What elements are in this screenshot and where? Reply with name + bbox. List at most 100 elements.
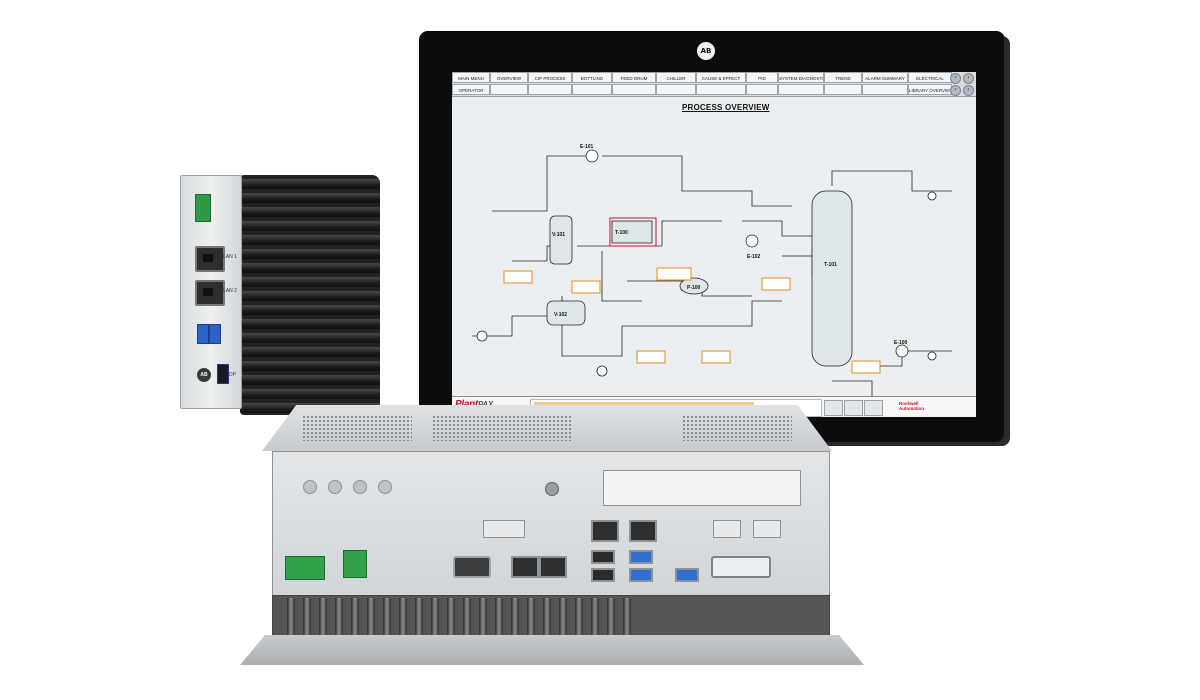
eq-label-e101: E-101 <box>580 144 594 150</box>
nav-tab-row2-11[interactable]: LIBRARY OVERVIEW <box>908 84 952 95</box>
nav-tab-row1-10[interactable]: ALARM SUMMARY <box>862 72 908 83</box>
nav-tab-row1-7[interactable]: PID <box>746 72 778 83</box>
box-pc-io-panel <box>272 451 830 623</box>
nav-tab-row2-1[interactable] <box>490 84 528 95</box>
heatsink-fins <box>240 175 380 415</box>
box-pc-top-panel <box>262 405 832 451</box>
box-fin <box>511 598 519 644</box>
compact-fanless-pc: LAN 1 LAN 2 DP AB <box>180 175 380 415</box>
eq-label-v102: V-102 <box>554 312 567 318</box>
box-fin <box>607 598 615 644</box>
nav-tab-row2-2[interactable] <box>528 84 572 95</box>
nav-tab-row1-6[interactable]: CAUSE & EFFECT <box>696 72 746 83</box>
lan2-label: LAN 2 <box>223 288 237 294</box>
expansion-slot-cover <box>603 470 801 506</box>
port-cover <box>328 480 342 494</box>
box-fin <box>431 598 439 644</box>
blank-cutout <box>483 520 525 538</box>
eq-label-p100: P-100 <box>687 285 701 291</box>
heatsink-fin <box>240 277 380 287</box>
eq-label-e102: E-102 <box>747 254 761 260</box>
heatsink-fin <box>240 305 380 315</box>
box-fin <box>399 598 407 644</box>
nav-tab-row2-5[interactable] <box>656 84 696 95</box>
box-fin <box>543 598 551 644</box>
process-schematic: E-101 V-101 V-102 E-102 T-101 E-100 P-10… <box>472 144 952 396</box>
nav-tab-row1-11[interactable]: ELECTRICAL <box>908 72 952 83</box>
box-fin <box>447 598 455 644</box>
box-fin <box>319 598 327 644</box>
top-vent <box>682 415 792 441</box>
nav-tab-row2-10[interactable] <box>862 84 908 95</box>
usb3-port-3 <box>675 568 699 582</box>
box-fin <box>383 598 391 644</box>
box-fin <box>479 598 487 644</box>
nav-tab-row2-9[interactable] <box>824 84 862 95</box>
ethernet-port-2 <box>195 280 225 306</box>
lan1-label: LAN 1 <box>223 254 237 260</box>
box-fin <box>415 598 423 644</box>
blank-cutout <box>713 520 741 538</box>
nav-tab-row1-9[interactable]: TREND <box>824 72 862 83</box>
heatsink-fin <box>240 291 380 301</box>
nav-tab-row2-3[interactable] <box>572 84 612 95</box>
usb-port-1 <box>197 324 209 344</box>
heatsink-fin <box>240 235 380 245</box>
nav-tab-row1-5[interactable]: CHILLER <box>656 72 696 83</box>
heatsink-fin <box>240 263 380 273</box>
io-terminal-block <box>343 550 367 578</box>
heatsink-fin <box>240 333 380 343</box>
box-fin <box>623 598 631 644</box>
box-fin <box>303 598 311 644</box>
nav-up-icon[interactable]: ‹ <box>950 85 961 96</box>
plantpax-logo: PlantPAX <box>455 399 493 410</box>
status-button[interactable] <box>844 400 863 416</box>
compact-pc-front-panel: LAN 1 LAN 2 DP AB <box>180 175 242 409</box>
heatsink-fin <box>240 207 380 217</box>
nav-tab-row2-8[interactable] <box>778 84 824 95</box>
heatsink-fin <box>240 319 380 329</box>
nav-down-icon[interactable]: › <box>963 85 974 96</box>
status-button[interactable] <box>824 400 843 416</box>
nav-tab-row2-0[interactable]: OPERATOR <box>452 84 490 95</box>
top-vent <box>302 415 412 441</box>
eq-label-t101: T-101 <box>824 262 837 268</box>
usb3-port-2 <box>629 568 653 582</box>
nav-tab-row2-7[interactable] <box>746 84 778 95</box>
displayport <box>217 364 229 384</box>
heatsink-fin <box>240 249 380 259</box>
nav-tab-row1-1[interactable]: OVERVIEW <box>490 72 528 83</box>
nav-tab-row1-4[interactable]: FEED DRUM <box>612 72 656 83</box>
nav-row-secondary: OPERATOR LIBRARY OVERVIEW <box>452 84 952 96</box>
status-button[interactable] <box>864 400 883 416</box>
ethernet-port-b <box>539 556 567 578</box>
allen-bradley-logo: AB <box>697 42 715 60</box>
box-fin <box>287 598 295 644</box>
nav-tab-row1-2[interactable]: CIP PROCESS <box>528 72 572 83</box>
box-fin <box>527 598 535 644</box>
nav-tab-row2-4[interactable] <box>612 84 656 95</box>
nav-tab-row1-3[interactable]: BOTTLING <box>572 72 612 83</box>
nav-forward-icon[interactable]: › <box>963 73 974 84</box>
nav-back-icon[interactable]: ‹ <box>950 73 961 84</box>
dp-label: DP <box>229 372 236 378</box>
heatsink-fin <box>240 389 380 399</box>
heatsink-fin <box>240 179 380 189</box>
box-fin <box>463 598 471 644</box>
dvi-port <box>711 556 771 578</box>
ethernet-port-c <box>591 520 619 542</box>
eq-label-v101: V-101 <box>552 232 565 238</box>
box-fin <box>559 598 567 644</box>
nav-tab-row2-6[interactable] <box>696 84 746 95</box>
usb-port-2 <box>209 324 221 344</box>
nav-tab-row1-0[interactable]: MAIN MENU <box>452 72 490 83</box>
box-fin <box>591 598 599 644</box>
allen-bradley-badge: AB <box>197 368 211 382</box>
alarm-line <box>534 402 754 406</box>
nav-tab-row1-8[interactable]: SYSTEM DIAGNOSTIC <box>778 72 824 83</box>
process-overview-title: PROCESS OVERVIEW <box>682 103 770 112</box>
